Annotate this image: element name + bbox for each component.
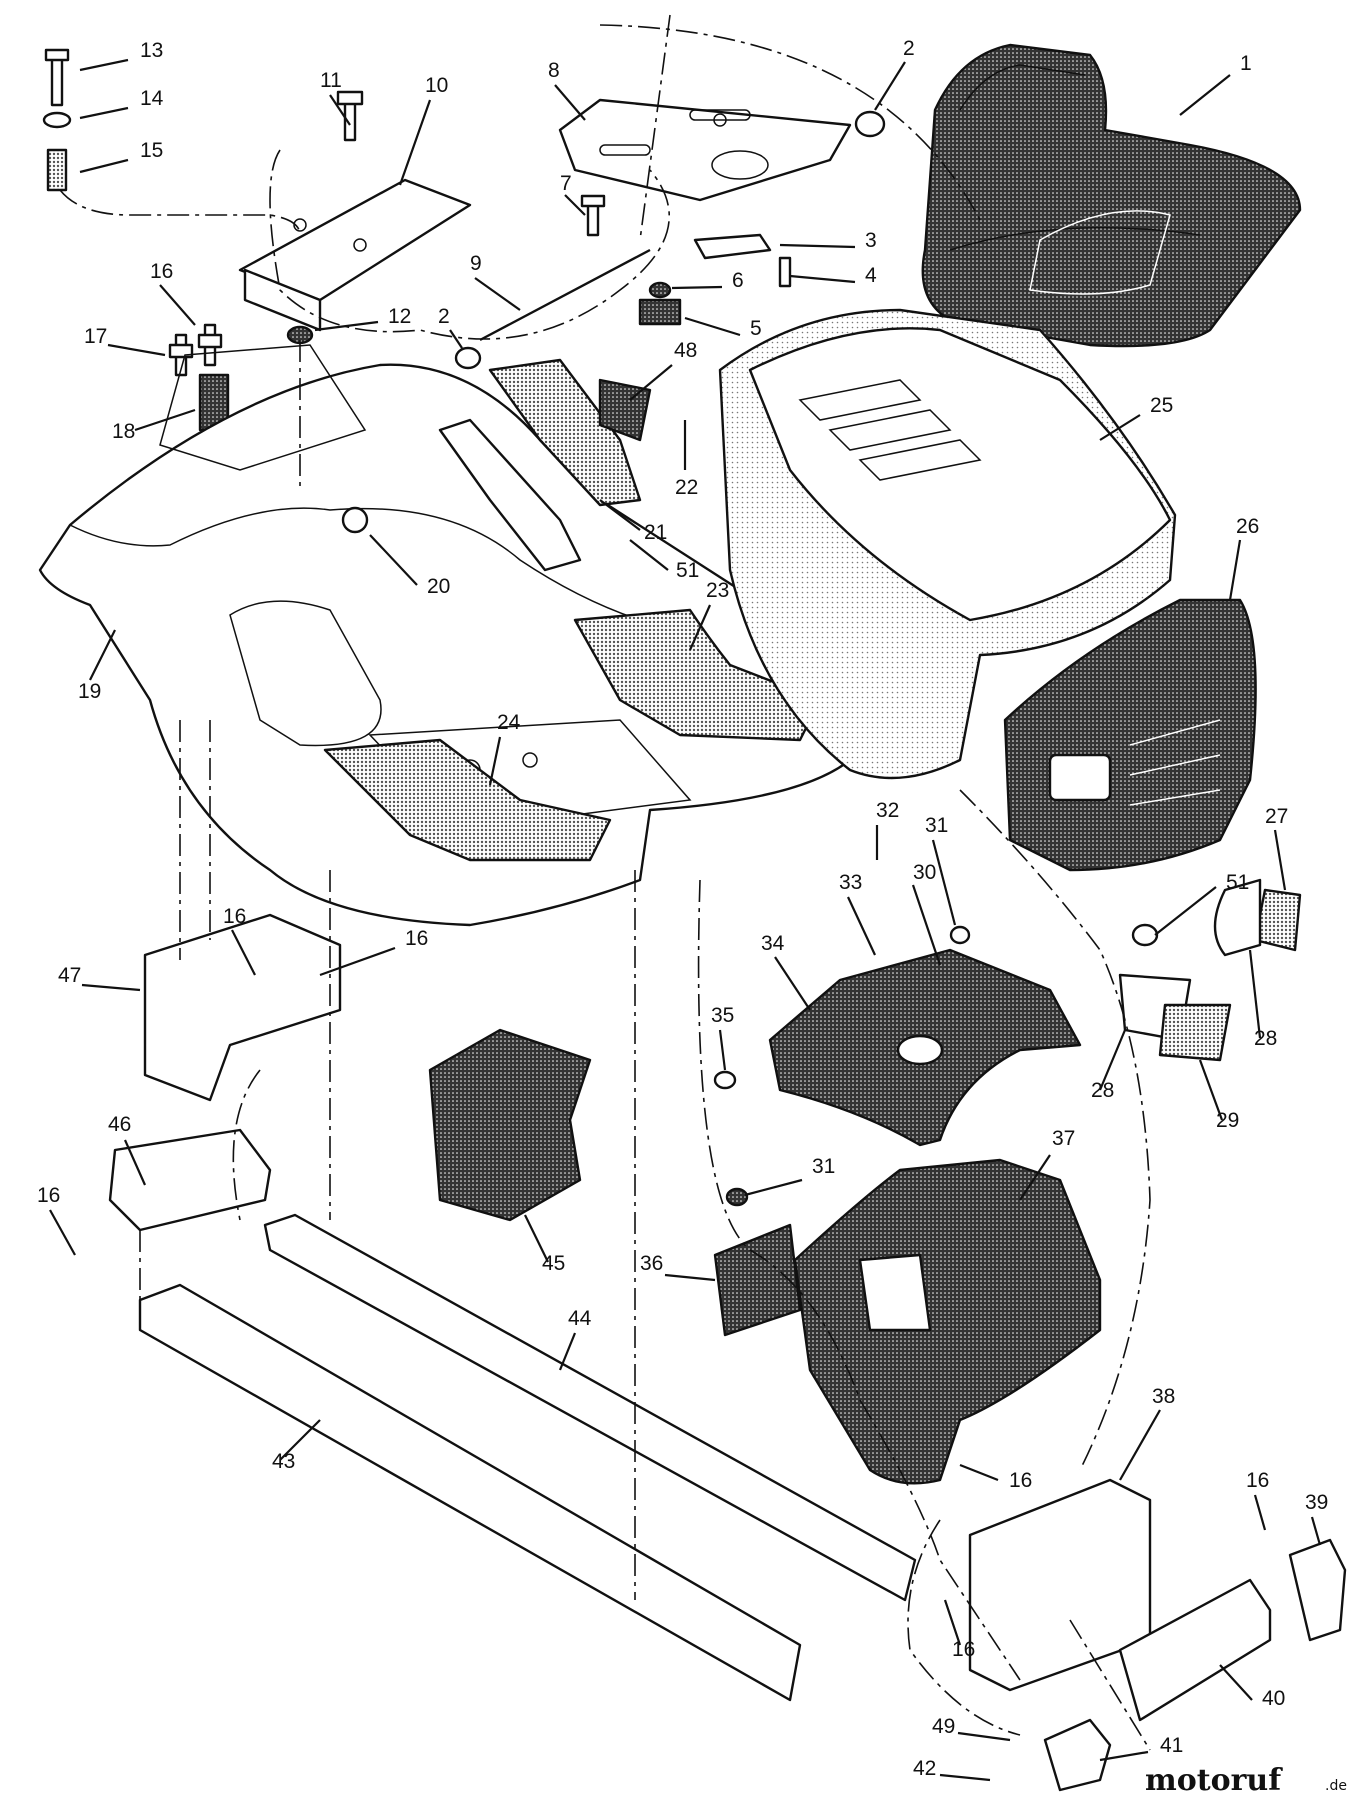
part-callout-8: 8 [548, 59, 560, 82]
part-callout-43: 43 [272, 1450, 295, 1473]
part-callout-24: 24 [497, 711, 521, 734]
panel-36-part [713, 1223, 802, 1337]
watermark-text: motoruf [1145, 1763, 1283, 1798]
part-callout-25: 25 [1150, 394, 1173, 417]
part-callout-38: 38 [1152, 1385, 1175, 1408]
assembly-lines [59, 14, 1151, 1751]
part-callout-2: 2 [438, 305, 450, 328]
part-callout-44: 44 [568, 1307, 592, 1330]
bracket-41-part [1043, 1718, 1112, 1792]
dash-tower-part [793, 1158, 1102, 1485]
part-callout-49: 49 [932, 1715, 955, 1738]
part-callout-46: 46 [108, 1113, 131, 1136]
headlight-29-part [1158, 1003, 1232, 1062]
part-callout-18: 18 [112, 420, 135, 443]
frame-rail-44-part [263, 1213, 917, 1602]
headlight-housing-part [1213, 878, 1262, 957]
hood-part [718, 308, 1177, 780]
bracket-46-part [108, 1128, 272, 1232]
part-callout-16: 16 [37, 1184, 60, 1207]
bracket-47-part [143, 913, 342, 1102]
part-callout-7: 7 [560, 172, 572, 195]
part-callout-11: 11 [320, 69, 342, 92]
footrest-23-part [573, 608, 822, 742]
part-callout-33: 33 [839, 871, 862, 894]
part-callout-48: 48 [674, 339, 697, 362]
part-callout-26: 26 [1236, 515, 1259, 538]
part-callout-30: 30 [913, 861, 936, 884]
part-callout-16: 16 [1009, 1469, 1032, 1492]
part-callout-27: 27 [1265, 805, 1288, 828]
grille-part [1003, 598, 1257, 872]
part-callout-4: 4 [865, 264, 877, 287]
part-callout-16: 16 [405, 927, 428, 950]
part-callout-3: 3 [865, 229, 877, 252]
motoruf-logo: motoruf .de [1145, 1763, 1347, 1798]
part-callout-13: 13 [140, 39, 163, 62]
part-callout-5: 5 [750, 317, 762, 340]
part-callout-20: 20 [427, 575, 450, 598]
part-callout-2: 2 [903, 37, 915, 60]
seat-part [921, 43, 1302, 348]
leader-lines [49, 58, 1322, 1782]
part-callout-16: 16 [952, 1638, 975, 1661]
watermark-suffix: .de [1325, 1778, 1347, 1794]
part-callout-6: 6 [732, 269, 744, 292]
footrest-24-part [323, 738, 612, 862]
fender-body-part [38, 344, 853, 927]
bracket-39-part [1288, 1538, 1347, 1642]
pivot-rod-part [479, 248, 651, 342]
part-callout-19: 19 [78, 680, 101, 703]
part-callout-10: 10 [425, 74, 448, 97]
part-callout-14: 14 [140, 87, 164, 110]
part-callout-9: 9 [470, 252, 482, 275]
headlight-lens-part [1253, 888, 1302, 952]
part-callout-23: 23 [706, 579, 729, 602]
part-callout-21: 21 [644, 521, 667, 544]
part-callout-22: 22 [675, 476, 698, 499]
bracket-40-part [1118, 1578, 1272, 1722]
part-callout-31: 31 [925, 814, 948, 837]
part-callout-42: 42 [913, 1757, 936, 1780]
part-callout-32: 32 [876, 799, 899, 822]
battery-box-part [428, 1028, 592, 1222]
part-callout-16: 16 [1246, 1469, 1269, 1492]
seat-plate-part [558, 98, 852, 202]
part-callout-34: 34 [761, 932, 785, 955]
part-callout-47: 47 [58, 964, 81, 987]
part-callout-1: 1 [1240, 52, 1252, 75]
part-callout-51: 51 [676, 559, 699, 582]
seat-bracket-part [238, 178, 472, 332]
part-callout-37: 37 [1052, 1127, 1075, 1150]
callout-labels: 1234567891011121314151617182482221512019… [37, 37, 1328, 1780]
part-callout-31: 31 [812, 1155, 835, 1178]
part-callout-17: 17 [84, 325, 107, 348]
part-callout-29: 29 [1216, 1109, 1239, 1132]
part-callout-12: 12 [388, 305, 411, 328]
part-callout-40: 40 [1262, 1687, 1285, 1710]
part-callout-39: 39 [1305, 1491, 1328, 1514]
part-callout-45: 45 [542, 1252, 565, 1275]
part-callout-36: 36 [640, 1252, 663, 1275]
part-callout-16: 16 [150, 260, 173, 283]
part-callout-28: 28 [1254, 1027, 1277, 1050]
part-callout-15: 15 [140, 139, 163, 162]
shift-plate-part [488, 358, 642, 507]
part-callout-35: 35 [711, 1004, 734, 1027]
part-callout-28: 28 [1091, 1079, 1114, 1102]
part-callout-41: 41 [1160, 1734, 1183, 1757]
part-callout-16: 16 [223, 905, 246, 928]
part-callout-51: 51 [1226, 871, 1249, 894]
